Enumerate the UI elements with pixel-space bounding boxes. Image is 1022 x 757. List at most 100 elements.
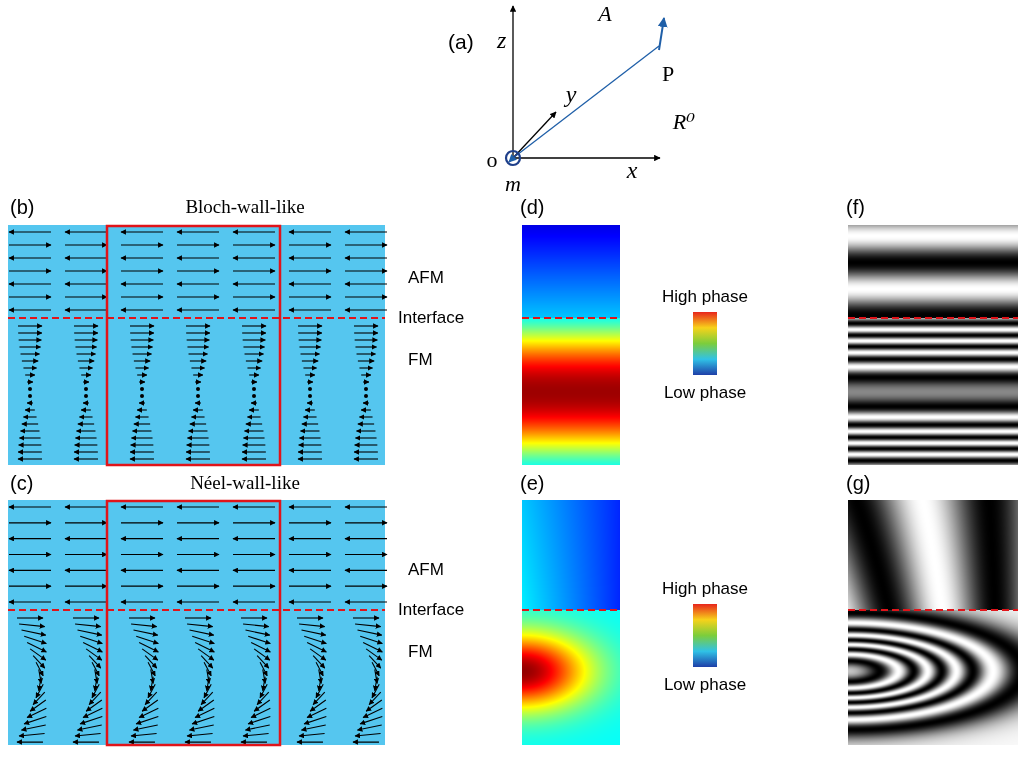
interface-line [8, 609, 385, 611]
spin-arrows [9, 232, 387, 459]
spin-arrow [233, 522, 275, 523]
spin-arrow [289, 257, 331, 258]
panel-label: (a) [448, 30, 474, 53]
spin-arrow [74, 325, 98, 326]
spin-arrow [65, 296, 107, 297]
spin-arrow [345, 506, 387, 507]
panel-label: (f) [846, 196, 865, 218]
layer-label: Interface [398, 309, 464, 328]
spin-arrow [177, 506, 219, 507]
spin-arrow [24, 717, 46, 724]
spin-arrow [233, 601, 275, 602]
spin-arrow [21, 430, 40, 431]
spin-arrow [353, 617, 379, 618]
spin-arrow [148, 684, 155, 697]
spin-arrow [241, 617, 267, 618]
spin-arrow [192, 717, 214, 724]
spin-dot [308, 387, 312, 391]
spin-arrow [289, 601, 331, 602]
spin-arrow [233, 257, 275, 258]
spin-arrows [9, 507, 387, 742]
spin-arrow [75, 624, 101, 627]
spin-arrow [297, 617, 323, 618]
spin-arrow [17, 742, 43, 743]
coordinate-axes [513, 6, 660, 158]
spin-arrow [289, 309, 331, 310]
spin-arrow [21, 630, 45, 635]
spin-arrow [65, 601, 107, 602]
spin-arrow [25, 409, 35, 410]
spin-arrow [74, 332, 98, 333]
spin-arrow [121, 296, 163, 297]
spin-arrow [307, 708, 326, 717]
spin-arrow [121, 586, 163, 587]
spin-arrow [299, 437, 320, 438]
spin-arrow [245, 725, 269, 730]
interface-line [848, 317, 1018, 319]
spin-arrow [198, 649, 214, 660]
spin-arrow [357, 430, 376, 431]
spin-arrow [187, 437, 208, 438]
spin-dot [28, 387, 32, 391]
spin-arrow [121, 554, 163, 555]
spin-arrow [289, 538, 331, 539]
spin-arrow [245, 430, 264, 431]
spin-arrow [307, 381, 313, 382]
spin-arrow [301, 430, 320, 431]
spin-arrow [187, 346, 208, 347]
spin-arrow [65, 270, 107, 271]
highlight-box [107, 501, 280, 745]
spin-arrow [251, 402, 257, 403]
spin-arrow [189, 725, 213, 730]
panel-label: (d) [520, 196, 544, 218]
spin-arrow [345, 296, 387, 297]
spin-arrow [304, 717, 326, 724]
layer-label: Interface [398, 601, 464, 620]
spin-arrow [298, 451, 322, 452]
spin-arrow [75, 339, 98, 340]
spin-arrow [305, 409, 315, 410]
spin-arrow [345, 554, 387, 555]
spin-arrow [27, 381, 33, 382]
spin-arrow [121, 257, 163, 258]
spin-arrow [77, 353, 96, 354]
neel-panel [8, 500, 385, 745]
spin-arrow [86, 649, 102, 660]
spin-arrow [233, 270, 275, 271]
spin-arrow [73, 742, 99, 743]
spin-arrow [133, 353, 152, 354]
spin-arrow [357, 353, 376, 354]
spin-arrow [65, 309, 107, 310]
spin-arrow [303, 416, 316, 417]
spin-arrow [83, 708, 102, 717]
spin-arrow [19, 444, 42, 445]
spin-arrow [307, 402, 313, 403]
spin-arrow [75, 444, 98, 445]
spin-arrow [75, 734, 101, 737]
axis-label: y [566, 81, 577, 107]
spin-arrow [251, 381, 257, 382]
spin-arrow [298, 458, 322, 459]
colorbar-label: Low phase [664, 676, 746, 695]
spin-dot [140, 394, 144, 398]
spin-arrow [242, 325, 266, 326]
spin-arrow [121, 231, 163, 232]
spin-arrow [65, 554, 107, 555]
spin-arrow [9, 309, 51, 310]
spin-arrow [81, 409, 91, 410]
layer-label: FM [408, 351, 433, 370]
spin-arrow [233, 283, 275, 284]
spin-arrow [249, 409, 259, 410]
spin-arrow [355, 444, 378, 445]
spin-arrow [23, 416, 36, 417]
spin-dot [308, 394, 312, 398]
spin-arrow [23, 367, 36, 368]
spin-arrow [189, 353, 208, 354]
spin-arrow [121, 538, 163, 539]
spin-arrow [177, 570, 219, 571]
interface-line [848, 609, 1018, 611]
spin-arrow [22, 423, 38, 424]
spin-arrow [345, 309, 387, 310]
spin-arrow [18, 325, 42, 326]
spin-arrow [130, 458, 154, 459]
